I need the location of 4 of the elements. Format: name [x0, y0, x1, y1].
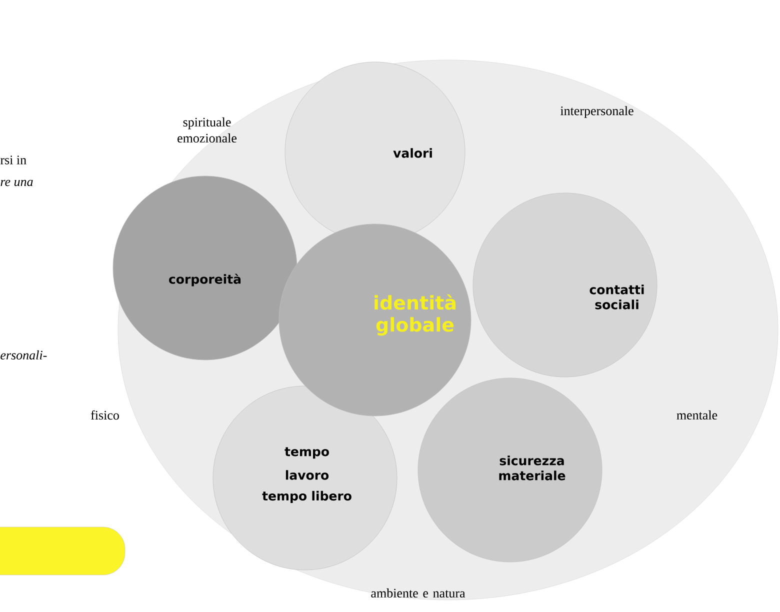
text-fragment: rsi in: [0, 156, 26, 164]
text-fragment: ersonali-: [0, 350, 47, 360]
node-label: fisico: [90, 410, 119, 420]
text-fragment: re una: [0, 180, 33, 186]
